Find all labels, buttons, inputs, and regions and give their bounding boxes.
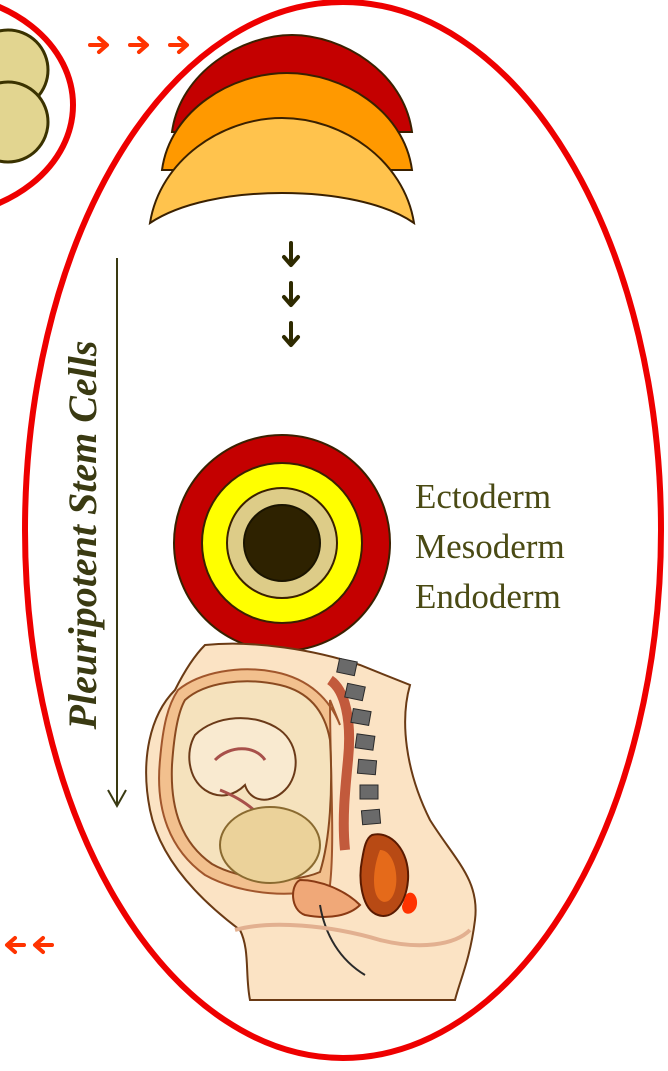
layer-label-ectoderm: Ectoderm: [415, 477, 551, 516]
arrow-right-icon: [130, 38, 147, 52]
arrow-left-icon: [35, 938, 52, 952]
layer-label-endoderm: Endoderm: [415, 577, 561, 616]
pregnant-woman-cross-section-icon: [146, 644, 475, 1000]
arrow-down-icon: [284, 323, 298, 345]
arrow-down-icon: [284, 243, 298, 265]
germ-layers-ring-icon: [174, 435, 390, 651]
layer-label-mesoderm: Mesoderm: [415, 527, 565, 566]
arrow-down-group: [284, 243, 298, 345]
arrow-down-icon: [284, 283, 298, 305]
arrow-right-icon: [90, 38, 107, 52]
pluripotency-timeline-arrow: [108, 258, 126, 806]
arrow-left-group: [7, 938, 52, 952]
vertical-label: Pleuripotent Stem Cells: [60, 341, 105, 731]
arrow-right-icon: [170, 38, 187, 52]
arrow-left-icon: [7, 938, 24, 952]
arrow-right-group: [90, 38, 187, 52]
cell-cluster-icon: [0, 0, 73, 217]
germ-disc-icon: [150, 35, 414, 223]
